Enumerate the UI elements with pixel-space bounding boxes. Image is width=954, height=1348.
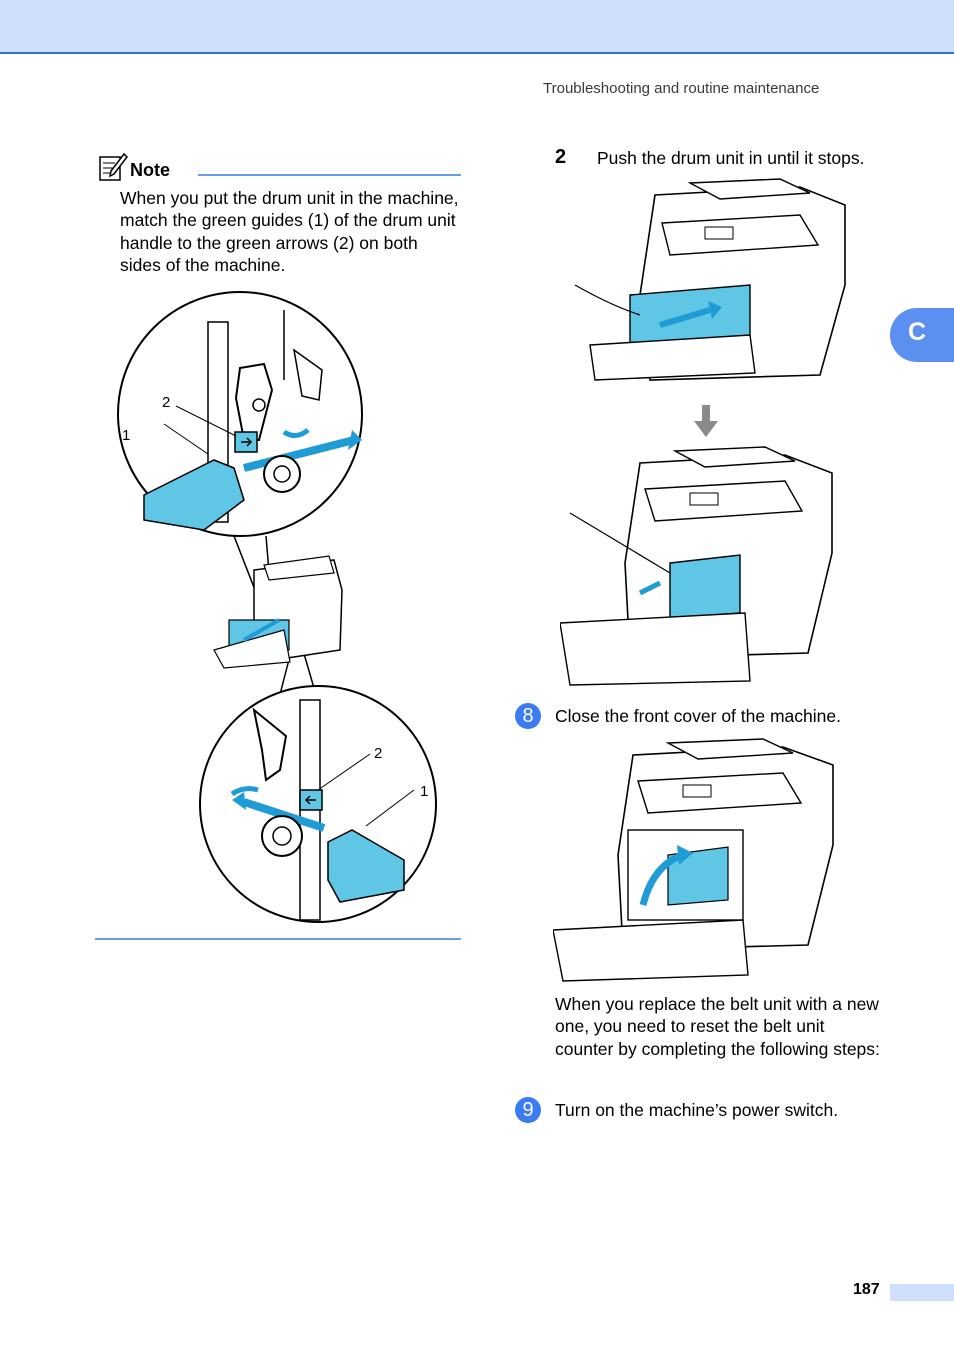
machine-drum-inserted-illustration [560, 446, 833, 686]
belt-unit-paragraph: When you replace the belt unit with a ne… [555, 994, 880, 1059]
note-body: When you put the drum unit in the machin… [120, 188, 459, 275]
small-machine [213, 555, 343, 669]
machine-close-cover-illustration [553, 738, 834, 982]
top-magnifier: 1 2 [117, 291, 363, 537]
header-band [0, 0, 954, 54]
step-9-bullet: 9 [515, 1097, 541, 1123]
drum-guide-illustration: 1 2 2 1 [117, 291, 437, 923]
step-8-text: Close the front cover of the machine. [555, 706, 841, 726]
note-label: Note [130, 160, 170, 180]
note-icon [99, 152, 128, 181]
callout-1-top: 1 [122, 427, 130, 444]
callout-2-bottom: 2 [374, 745, 382, 762]
page-tab [890, 1284, 954, 1301]
note-header: Note [98, 152, 461, 186]
step-2-number: 2 [555, 146, 567, 168]
step-9-text: Turn on the machine’s power switch. [555, 1100, 839, 1120]
chapter-tab: C [890, 308, 954, 362]
note-rule [198, 174, 461, 176]
bottom-magnifier: 2 1 [199, 685, 437, 923]
note-end-rule [95, 938, 461, 940]
machine-push-drum-illustration [574, 178, 846, 381]
section-title: Troubleshooting and routine maintenance [543, 80, 820, 97]
step-8-bullet: 8 [515, 703, 541, 729]
step-2-text: Push the drum unit in until it stops. [597, 148, 865, 168]
down-arrow-icon [694, 405, 718, 437]
callout-2-top: 2 [162, 394, 170, 411]
page-number: 187 [853, 1281, 880, 1298]
chapter-tab-letter: C [908, 318, 927, 346]
callout-1-bottom: 1 [420, 783, 428, 800]
